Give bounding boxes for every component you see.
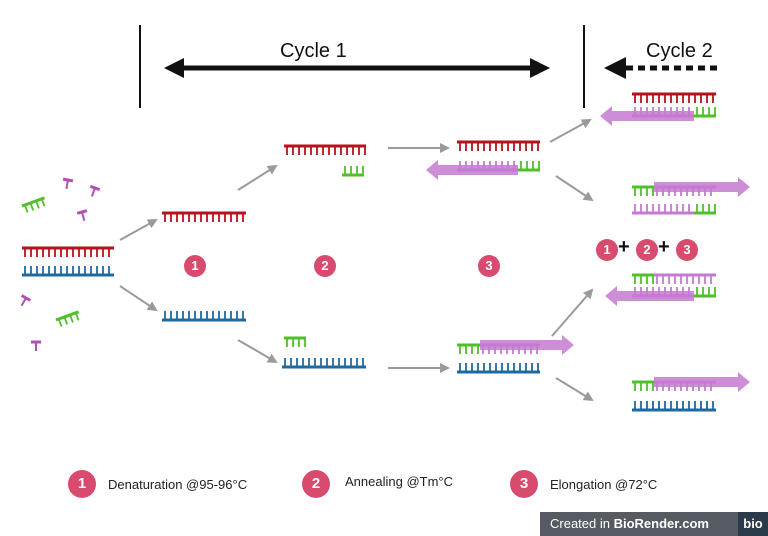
- c2-green-2: [632, 185, 654, 196]
- annealed-blue-strand: [282, 358, 366, 369]
- free-nucleotide-3: [76, 209, 88, 221]
- c2-pink-1: [632, 107, 694, 118]
- c2-green-3: [632, 273, 654, 284]
- free-primer-2: [55, 310, 80, 327]
- c2-pink-2b: [632, 204, 694, 215]
- arrow-to-c2-3: [551, 288, 594, 337]
- combo-badge-2: 2: [636, 239, 658, 261]
- arrow-to-step1-top: [119, 219, 158, 241]
- legend-denaturation: Denaturation @95-96°C: [108, 477, 248, 492]
- annealed-red-strand: [284, 144, 366, 155]
- c2-red-1: [632, 92, 716, 103]
- cycle1-arrow: [164, 58, 550, 78]
- combo-plus-1: +: [618, 236, 630, 258]
- denatured-red-strand: [162, 211, 246, 222]
- dna-strands: [22, 92, 750, 412]
- annealed-primer-top: [342, 166, 364, 177]
- biorender-logo: bio: [738, 512, 768, 536]
- elongated-pink-bottom: [480, 343, 540, 354]
- legend-elongation: Elongation @72°C: [550, 477, 658, 492]
- c2-pink-2a: [654, 185, 716, 196]
- c2-pink-3b: [632, 287, 694, 298]
- credit-brand: BioRender.com: [613, 516, 709, 531]
- template-top-strand: [22, 246, 114, 257]
- c2-blue-4: [632, 401, 716, 412]
- step2-badge: 2: [314, 255, 336, 277]
- elongated-blue-strand: [457, 363, 540, 374]
- annealed-primer-bottom: [284, 336, 306, 347]
- biorender-credit[interactable]: Created in BioRender.com bio: [540, 512, 768, 536]
- free-nucleotide-2: [89, 184, 101, 197]
- template-bottom-strand: [22, 266, 114, 277]
- c2-green-3b: [694, 287, 716, 298]
- c2-green-2b: [694, 204, 716, 215]
- elongated-primer-bottom: [457, 343, 480, 354]
- step1-badge: 1: [184, 255, 206, 277]
- legend-annealing: Annealing @Tm°C: [345, 474, 453, 489]
- elongated-red-strand: [457, 140, 540, 151]
- credit-text: Created in BioRender.com: [550, 516, 709, 531]
- legend-badge-3: 3: [510, 470, 538, 498]
- arrow-to-step2-bottom: [237, 339, 278, 364]
- legend-badge-2: 2: [302, 470, 330, 498]
- arrow-to-c2-2: [555, 175, 594, 202]
- arrow-to-step1-bottom: [119, 285, 158, 312]
- arrow-to-c2-1: [549, 119, 592, 143]
- c2-pink-3a: [654, 273, 716, 284]
- arrow-to-step2-top: [237, 164, 278, 191]
- cycle2-arrow: [604, 57, 720, 79]
- arrow-to-c2-4: [555, 377, 594, 402]
- free-nucleotide-5: [31, 340, 41, 351]
- step3-badge: 3: [478, 255, 500, 277]
- c2-green-4: [632, 380, 654, 391]
- denatured-blue-strand: [162, 311, 246, 322]
- free-primer-1: [21, 196, 46, 213]
- combo-plus-2: +: [658, 236, 670, 258]
- combo-badge-3: 3: [676, 239, 698, 261]
- cycle2-label: Cycle 2: [646, 40, 713, 62]
- c2-green-1: [694, 107, 716, 118]
- elongated-pink-top: [457, 161, 518, 172]
- free-nucleotide-4: [20, 294, 32, 307]
- free-nucleotide-1: [62, 177, 74, 190]
- credit-prefix: Created in: [550, 516, 614, 531]
- combo-badge-1: 1: [596, 239, 618, 261]
- free-primers: [20, 177, 101, 351]
- flow-arrows: [119, 119, 594, 402]
- cycle1-label: Cycle 1: [280, 40, 347, 62]
- elongated-primer-top: [518, 161, 540, 172]
- legend-badge-1: 1: [68, 470, 96, 498]
- c2-pink-4: [654, 380, 716, 391]
